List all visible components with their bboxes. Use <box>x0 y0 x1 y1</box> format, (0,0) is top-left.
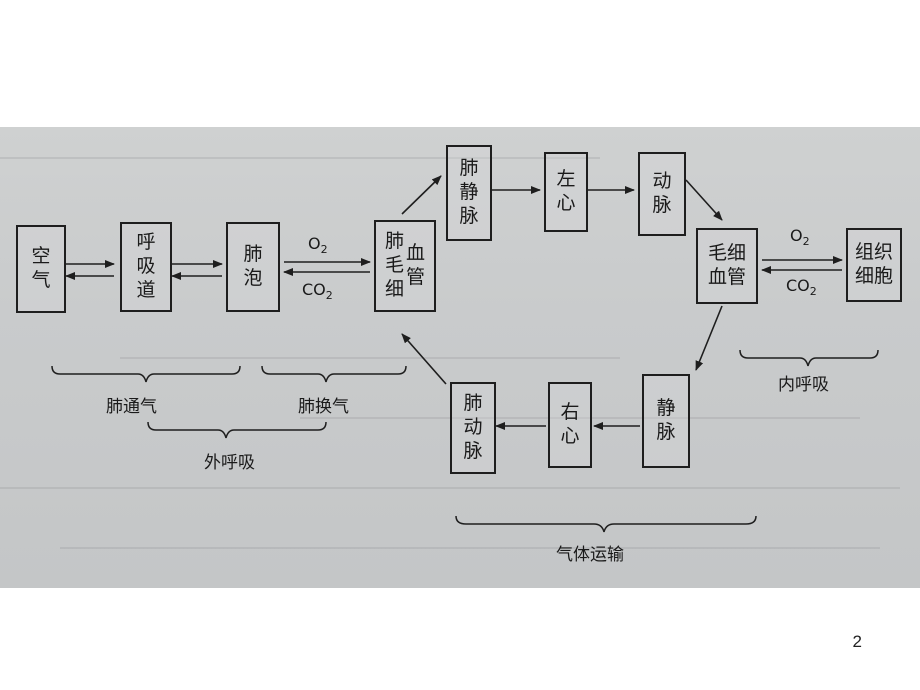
co2-label-tissue: CO2 <box>786 276 817 298</box>
right-heart-char-1: 右 <box>560 401 580 424</box>
co2-text-tissue: CO <box>786 276 810 295</box>
pulm-vein-char-1: 肺 <box>459 157 479 180</box>
internal-respiration-label: 内呼吸 <box>778 375 829 395</box>
air-box: 空 气 <box>16 225 66 313</box>
left-heart-char-1: 左 <box>556 168 576 191</box>
o2-text-tissue: O <box>790 226 803 245</box>
lung-capillary-box: 肺 毛 细 血 管 <box>374 220 436 312</box>
vein-char-2: 脉 <box>656 421 676 443</box>
pulm-artery-char-2: 动 <box>463 416 483 439</box>
capillary-line-2: 血管 <box>707 266 746 288</box>
pulm-vein-char-3: 脉 <box>459 204 479 227</box>
lung-capillary-char-1: 肺 <box>384 230 404 253</box>
left-heart-box: 左 心 <box>544 152 588 232</box>
o2-sub-tissue: 2 <box>802 235 810 249</box>
alveoli-char-2: 泡 <box>243 267 263 289</box>
pulm-artery-char-3: 脉 <box>463 439 483 462</box>
pulm-artery-char-1: 肺 <box>463 392 483 415</box>
o2-label-lung: O2 <box>308 234 328 256</box>
o2-sub: 2 <box>320 243 328 257</box>
pulmonary-artery-box: 肺 动 脉 <box>450 382 496 474</box>
vein-char-1: 静 <box>656 397 676 420</box>
pulm-vein-char-2: 静 <box>459 181 479 204</box>
co2-label-lung: CO2 <box>302 280 333 302</box>
gas-transport-label: 气体运输 <box>556 545 624 565</box>
capillary-box: 毛细 血管 <box>696 228 758 304</box>
lung-capillary-char-5: 管 <box>406 266 426 288</box>
artery-char-2: 脉 <box>652 194 672 216</box>
co2-sub: 2 <box>325 289 333 303</box>
air-char-1: 空 <box>31 245 51 268</box>
page-number: 2 <box>852 632 862 651</box>
lung-capillary-char-4: 血 <box>406 242 426 265</box>
left-heart-char-2: 心 <box>556 192 576 214</box>
pulmonary-vein-box: 肺 静 脉 <box>446 145 492 241</box>
external-respiration-label: 外呼吸 <box>204 453 255 473</box>
airway-char-3: 道 <box>136 278 156 301</box>
airway-char-2: 吸 <box>136 255 156 278</box>
right-heart-box: 右 心 <box>548 382 592 468</box>
lung-capillary-char-2: 毛 <box>384 254 404 277</box>
tissue-cell-line-1: 组织 <box>854 241 893 264</box>
co2-text: CO <box>302 280 326 299</box>
airway-box: 呼 吸 道 <box>120 222 172 312</box>
o2-label-tissue: O2 <box>790 226 810 248</box>
air-char-2: 气 <box>31 269 51 291</box>
tissue-cell-line-2: 细胞 <box>854 265 893 287</box>
lung-capillary-char-3: 细 <box>384 277 404 300</box>
artery-box: 动 脉 <box>638 152 686 236</box>
right-heart-char-2: 心 <box>560 425 580 447</box>
co2-sub-tissue: 2 <box>809 285 817 299</box>
alveoli-char-1: 肺 <box>243 243 263 266</box>
tissue-cell-box: 组织 细胞 <box>846 228 902 302</box>
alveoli-box: 肺 泡 <box>226 222 280 312</box>
pulmonary-ventilation-label: 肺通气 <box>106 397 157 417</box>
vein-box: 静 脉 <box>642 374 690 468</box>
o2-text: O <box>308 234 321 253</box>
capillary-line-1: 毛细 <box>707 242 746 265</box>
artery-char-1: 动 <box>652 170 672 193</box>
pulmonary-exchange-label: 肺换气 <box>298 397 349 417</box>
airway-char-1: 呼 <box>136 231 156 254</box>
